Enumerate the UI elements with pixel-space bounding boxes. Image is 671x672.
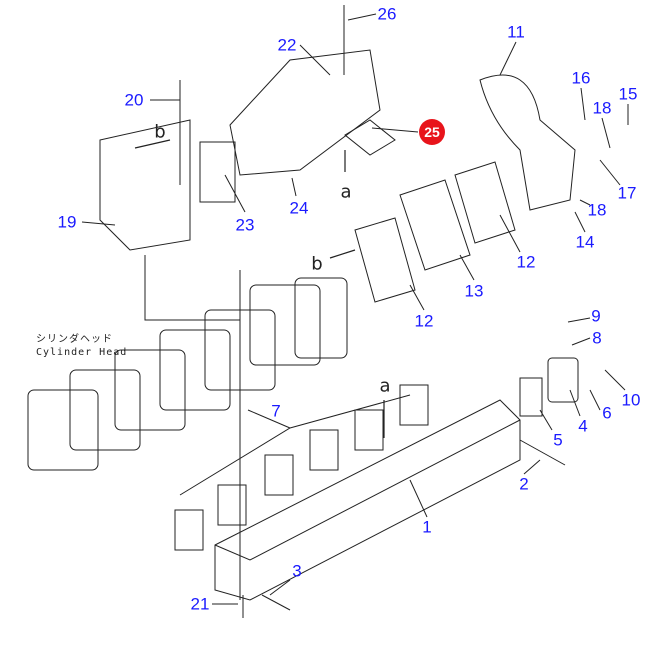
callout-17[interactable]: 17 (617, 183, 637, 203)
cylinder-heads (27, 277, 348, 471)
callout-5[interactable]: 5 (553, 430, 563, 450)
callout-6[interactable]: 6 (602, 403, 612, 423)
caption-jp: シリンダヘッド (36, 334, 113, 345)
callout-12[interactable]: 12 (516, 252, 536, 272)
callout-12[interactable]: 12 (414, 311, 434, 331)
view-ref-a: a (379, 375, 391, 397)
callout-24[interactable]: 24 (289, 198, 309, 218)
callout-4[interactable]: 4 (578, 416, 588, 436)
view-ref-a: a (340, 181, 352, 203)
caption-en: Cylinder Head (36, 347, 128, 358)
callout-25-highlighted[interactable]: 25 (419, 119, 445, 145)
callout-9[interactable]: 9 (591, 306, 601, 326)
callout-3[interactable]: 3 (292, 561, 302, 581)
callout-8[interactable]: 8 (592, 328, 602, 348)
callout-14[interactable]: 14 (575, 232, 595, 252)
callout-13[interactable]: 13 (464, 281, 484, 301)
callout-16[interactable]: 16 (571, 68, 591, 88)
gaskets (174, 119, 579, 551)
callout-1[interactable]: 1 (422, 517, 432, 537)
callout-18[interactable]: 18 (587, 200, 607, 220)
callout-20[interactable]: 20 (124, 90, 144, 110)
leader-lines (81, 13, 629, 605)
cylinder-head-caption: シリンダヘッド Cylinder Head (36, 333, 127, 359)
callout-18[interactable]: 18 (592, 98, 612, 118)
callout-11[interactable]: 11 (507, 22, 525, 42)
view-arrows (134, 139, 385, 438)
callout-19[interactable]: 19 (57, 212, 77, 232)
view-ref-b: b (311, 253, 323, 275)
callout-15[interactable]: 15 (618, 84, 638, 104)
callout-7[interactable]: 7 (271, 401, 281, 421)
callout-10[interactable]: 10 (621, 390, 641, 410)
callout-23[interactable]: 23 (235, 215, 255, 235)
view-ref-b: b (154, 121, 166, 143)
callout-21[interactable]: 21 (190, 594, 210, 614)
callout-26[interactable]: 26 (377, 4, 397, 24)
turbo-and-pipes (99, 5, 576, 618)
callout-2[interactable]: 2 (519, 474, 529, 494)
callout-22[interactable]: 22 (277, 35, 297, 55)
exhaust-manifold (214, 399, 521, 601)
